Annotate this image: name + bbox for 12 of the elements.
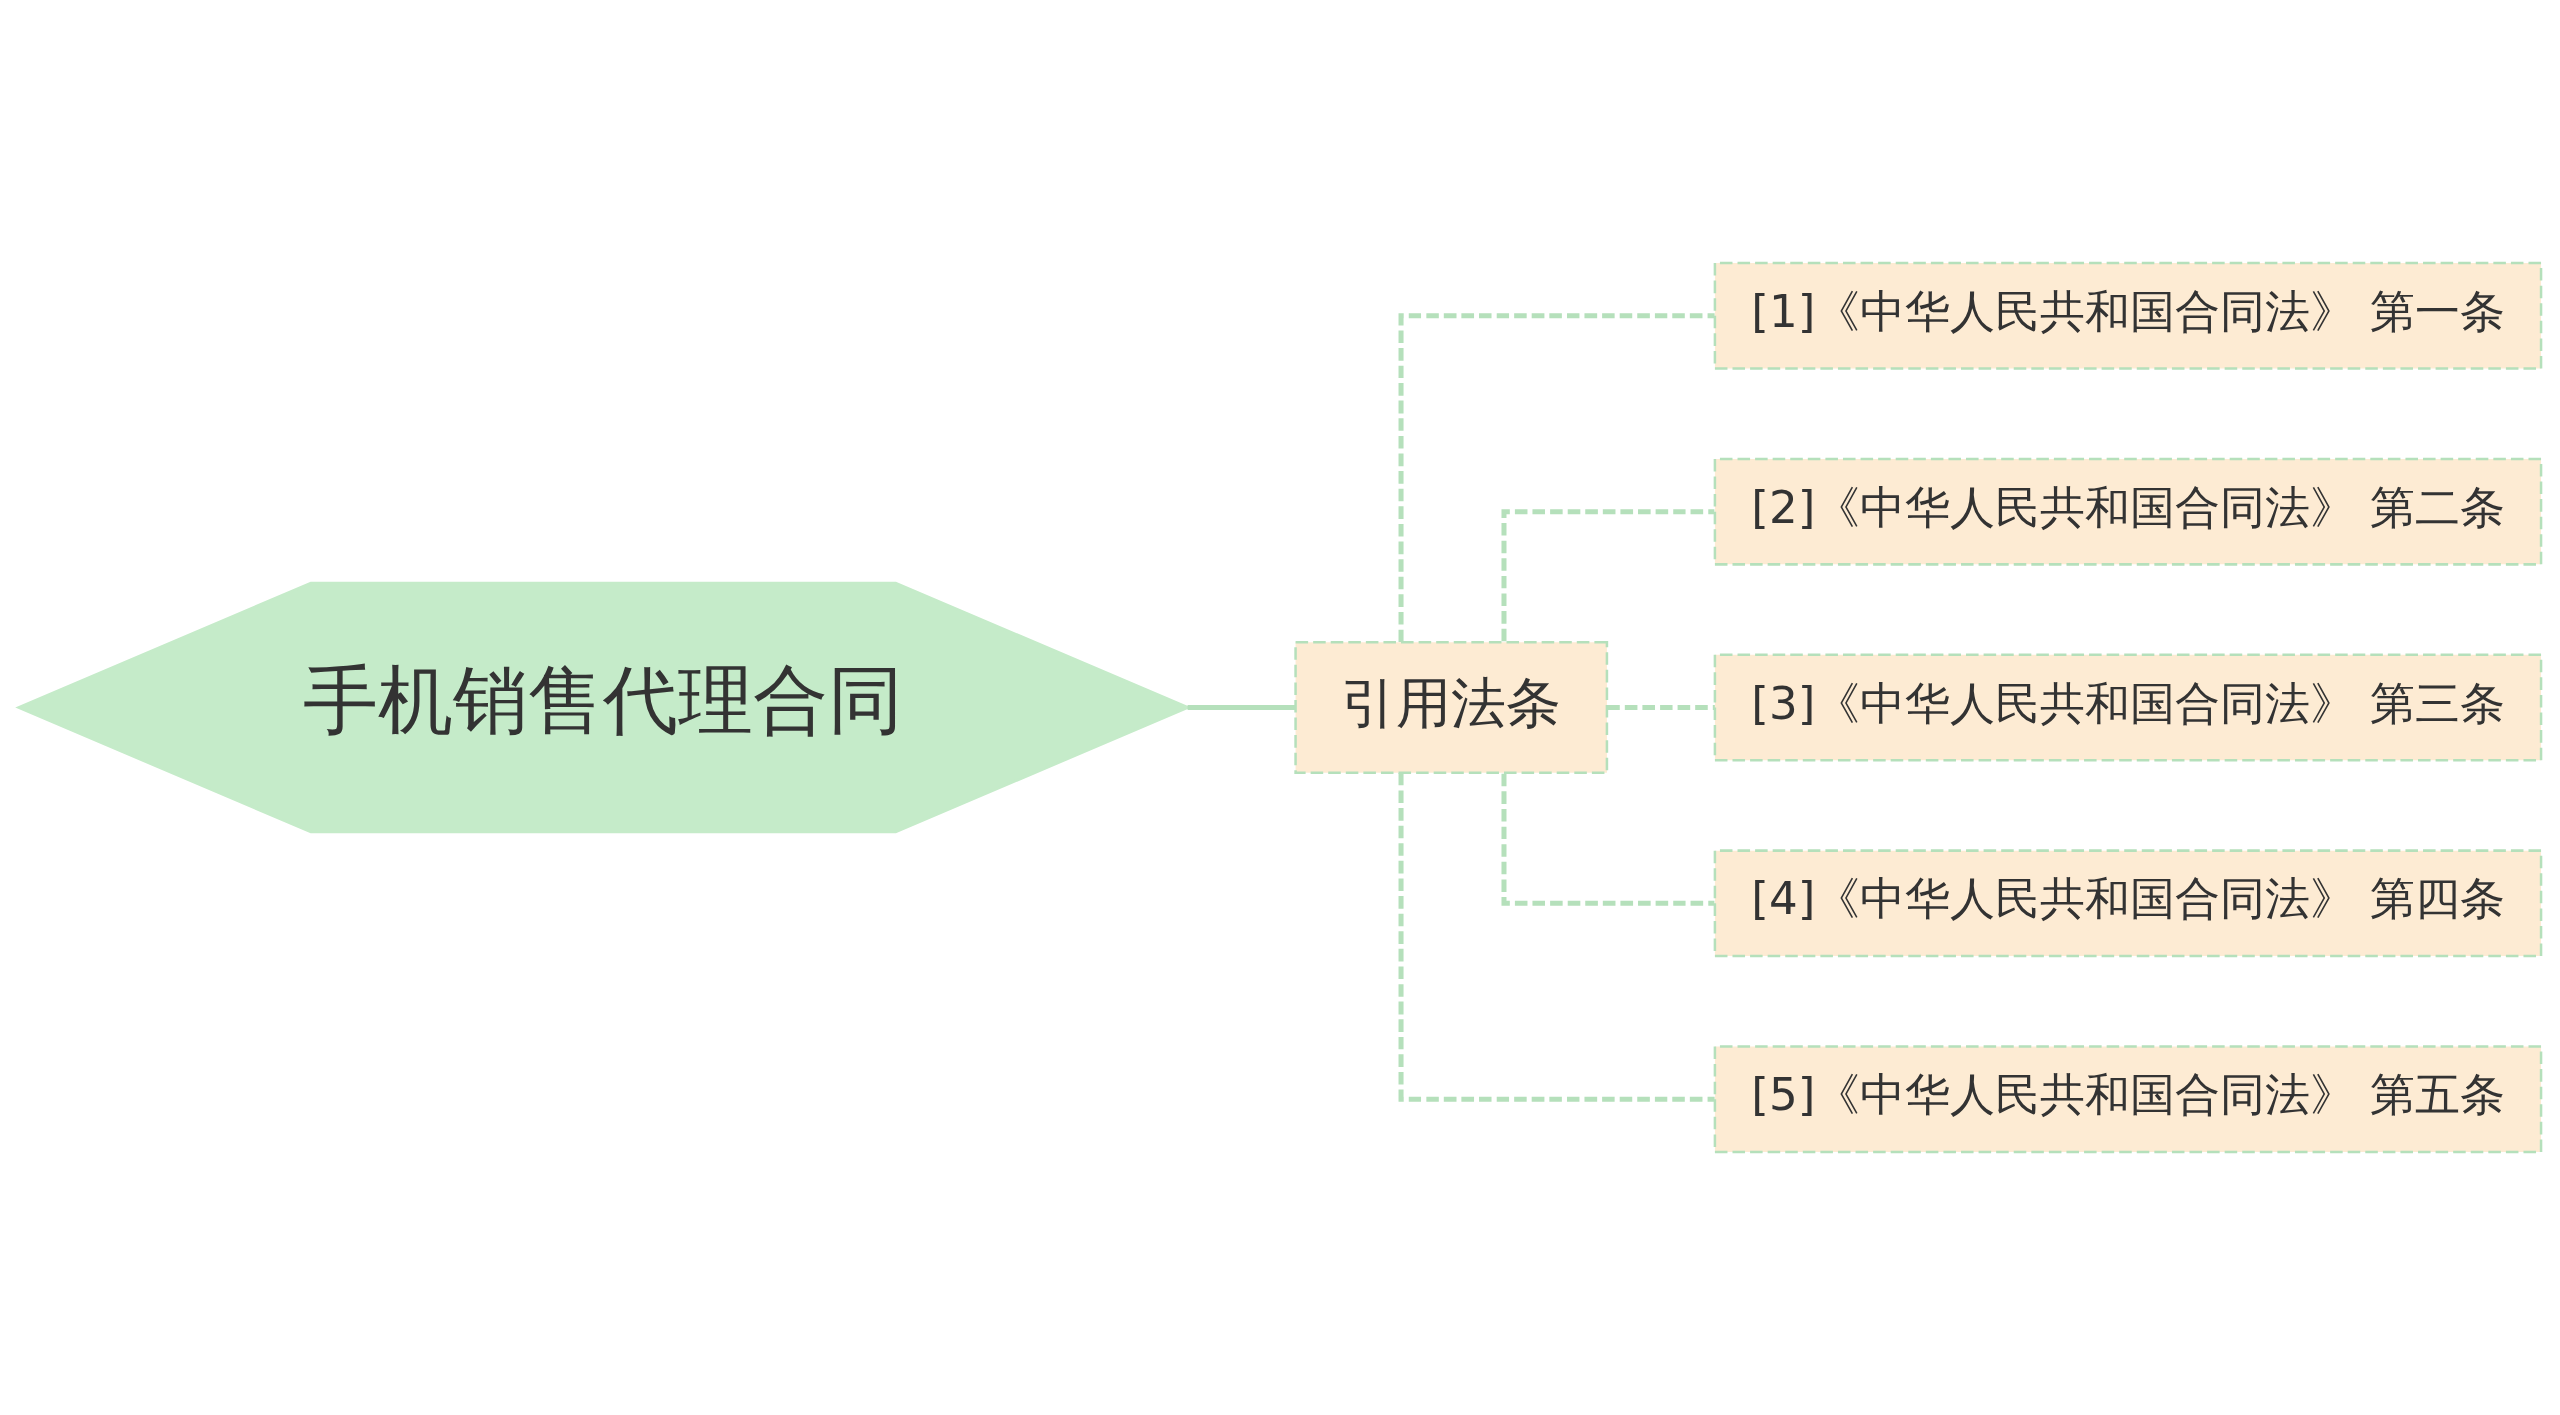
node-box: [1]《中华人民共和国合同法》 第一条 [1713,261,2543,370]
node-box: [5]《中华人民共和国合同法》 第五条 [1713,1045,2543,1154]
connector [1501,773,1715,906]
connector [1607,705,1715,710]
connector [1398,773,1715,1102]
node-box: [4]《中华人民共和国合同法》 第四条 [1713,849,2543,958]
node-box: [3]《中华人民共和国合同法》 第三条 [1713,653,2543,762]
connector [1187,705,1296,710]
connector [1501,509,1715,642]
connector [1398,313,1715,642]
node-box: 引用法条 [1294,640,1609,775]
node-box: [2]《中华人民共和国合同法》 第二条 [1713,457,2543,566]
